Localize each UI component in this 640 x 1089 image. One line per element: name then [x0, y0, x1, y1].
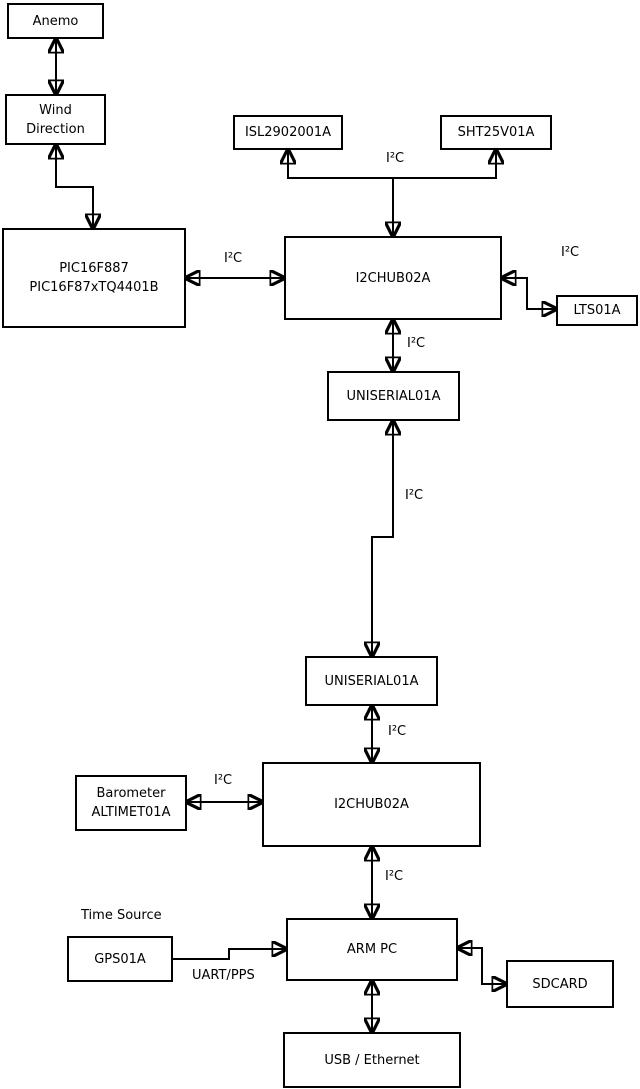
lts-sensor-box: LTS01A: [556, 295, 638, 326]
i2c-hub-2-box: I2CHUB02A: [262, 762, 481, 847]
wind-direction-box: Wind Direction: [5, 94, 106, 145]
isl-label: ISL2902001A: [244, 125, 332, 140]
anemo-box: Anemo: [7, 3, 104, 39]
arm-pc-label: ARM PC: [346, 942, 398, 957]
sht-sensor-box: SHT25V01A: [440, 115, 552, 150]
i2c-label-uniserial2-hub2: I²C: [388, 724, 407, 739]
i2c-label-uniserial-link: I²C: [405, 488, 424, 503]
sht-label: SHT25V01A: [457, 125, 535, 140]
pic-label-line2: PIC16F87xTQ4401B: [29, 280, 159, 295]
gps-box: GPS01A: [67, 936, 173, 982]
sdcard-box: SDCARD: [506, 960, 614, 1008]
i2c-hub-1-label: I2CHUB02A: [355, 270, 431, 286]
uniserial-2-label: UNISERIAL01A: [324, 673, 419, 689]
uniserial-1-label: UNISERIAL01A: [346, 388, 441, 404]
i2c-hub-1-box: I2CHUB02A: [284, 236, 502, 320]
uart-pps-label: UART/PPS: [192, 968, 255, 983]
sdcard-label: SDCARD: [532, 976, 588, 992]
i2c-label-sensor-bus: I²C: [386, 151, 405, 166]
connector-uniserial-link: [372, 421, 393, 656]
i2c-label-hub1-lts: I²C: [561, 245, 580, 260]
i2c-label-hub2-armpc: I²C: [385, 869, 404, 884]
uniserial-2-box: UNISERIAL01A: [305, 656, 438, 706]
isl-sensor-box: ISL2902001A: [233, 115, 343, 150]
usb-ethernet-label: USB / Ethernet: [324, 1052, 420, 1068]
barometer-label-line2: ALTIMET01A: [91, 805, 171, 820]
gps-label: GPS01A: [94, 951, 146, 967]
wind-direction-label-line1: Wind: [39, 102, 72, 118]
connector-hub1-lts: [502, 278, 556, 309]
barometer-label-line1: Barometer: [96, 786, 166, 801]
pic-microcontroller-box: PIC16F887 PIC16F87xTQ4401B: [2, 228, 186, 328]
connector-wind-pic: [56, 145, 93, 228]
i2c-hub-2-label: I2CHUB02A: [334, 797, 409, 812]
uniserial-1-box: UNISERIAL01A: [327, 371, 460, 421]
pic-label-line1: PIC16F887: [59, 261, 129, 276]
connector-armpc-sdcard: [458, 948, 506, 984]
barometer-box: Barometer ALTIMET01A: [75, 775, 187, 831]
usb-ethernet-box: USB / Ethernet: [283, 1032, 461, 1088]
arm-pc-box: ARM PC: [286, 918, 458, 981]
lts-label: LTS01A: [573, 303, 621, 318]
i2c-label-pic-hub1: I²C: [224, 251, 243, 266]
i2c-label-barometer-hub2: I²C: [214, 773, 233, 788]
connector-gps-armpc: [173, 949, 286, 960]
i2c-label-hub1-uniserial1: I²C: [407, 336, 426, 351]
wind-direction-label-line2: Direction: [26, 121, 85, 137]
time-source-label: Time Source: [81, 908, 162, 923]
anemo-label: Anemo: [32, 13, 79, 29]
